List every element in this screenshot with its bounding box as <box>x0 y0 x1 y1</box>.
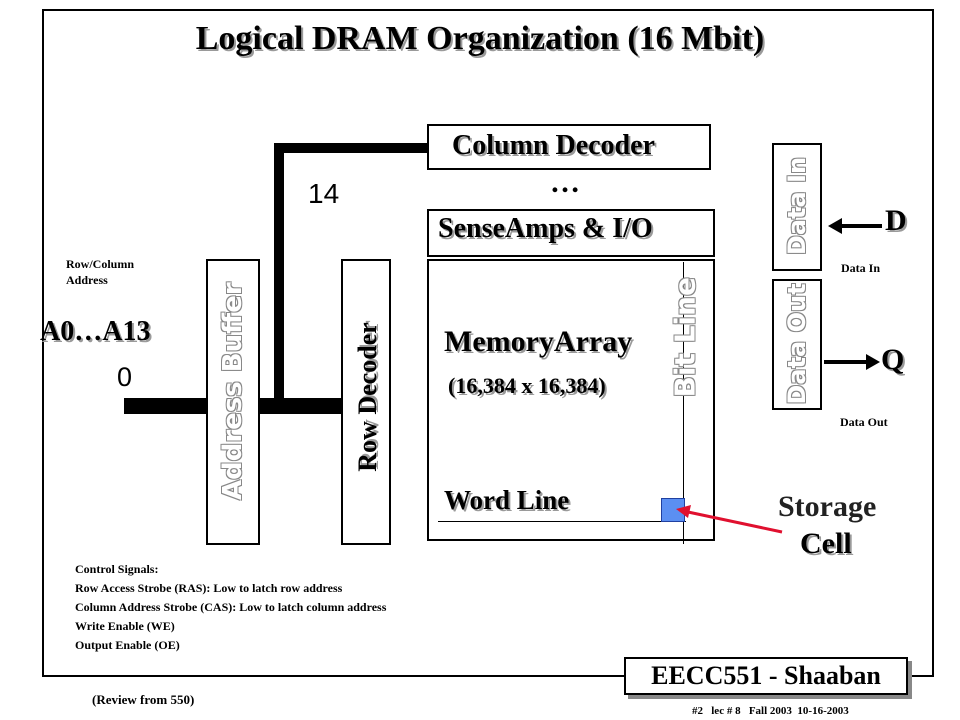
column-decoder-box <box>427 124 711 170</box>
bit-line <box>683 262 684 544</box>
data-in-label: Data In <box>841 261 881 275</box>
storage-label: Storage <box>778 490 877 523</box>
q-pin-label: Q <box>881 343 905 376</box>
bit-line-label: Bit Line <box>668 277 702 398</box>
data-out-box-label: Data Out <box>783 283 811 405</box>
column-bus-vertical <box>274 143 284 400</box>
control-signal-we: Write Enable (WE) <box>75 619 175 633</box>
data-in-box-label: Data In <box>783 156 811 256</box>
column-decoder-label: Column Decoder <box>452 130 655 161</box>
row-column-address-label: Row/Column Address <box>66 257 135 287</box>
review-note: (Review from 550) <box>92 692 195 707</box>
array-size-label: (16,384 x 16,384) <box>448 373 606 398</box>
address-input-bus <box>124 398 208 414</box>
control-signals-heading: Control Signals: <box>75 562 159 576</box>
control-signal-oe: Output Enable (OE) <box>75 638 180 652</box>
control-signal-cas: Column Address Strobe (CAS): Low to latc… <box>75 600 387 614</box>
control-signal-ras: Row Access Strobe (RAS): Low to latch ro… <box>75 581 343 595</box>
memory-array-box <box>427 259 715 541</box>
column-bus-horizontal <box>274 143 428 153</box>
cell-label: Cell <box>800 527 852 560</box>
address-pins-label: A0…A13 <box>40 316 151 347</box>
address-buffer-box <box>206 259 260 545</box>
footer-meta: #2 lec # 8 Fall 2003 10-16-2003 <box>692 705 849 717</box>
slide-title: Logical DRAM Organization (16 Mbit) <box>195 20 765 57</box>
sense-amps-label: SenseAmps & I/O <box>438 213 653 244</box>
d-pin-label: D <box>885 204 907 237</box>
control-signals: Control Signals: Row Access Strobe (RAS)… <box>75 560 386 655</box>
address-zero-label: 0 <box>117 362 133 392</box>
row-decoder-label: Row Decoder <box>353 322 382 472</box>
data-in-arrow <box>828 218 882 234</box>
data-arrows <box>824 218 882 370</box>
data-out-arrow <box>824 354 880 370</box>
memory-array-label: MemoryArray <box>444 325 633 358</box>
ellipsis: … <box>550 166 580 199</box>
row-decoder-box <box>341 259 391 545</box>
storage-cell-pointer <box>676 505 783 534</box>
buffer-to-decoder-bus <box>258 398 342 414</box>
address-buffer-label: Address Buffer <box>218 282 248 500</box>
course-footer-box: EECC551 - Shaaban <box>624 657 908 695</box>
word-line <box>438 521 686 522</box>
sense-amps-box <box>427 209 715 257</box>
slide-frame <box>42 9 934 677</box>
data-out-box <box>772 279 822 410</box>
bus-width-label: 14 <box>308 178 340 209</box>
data-in-box <box>772 143 822 271</box>
word-line-label: Word Line <box>444 485 570 515</box>
data-out-label: Data Out <box>840 415 888 429</box>
